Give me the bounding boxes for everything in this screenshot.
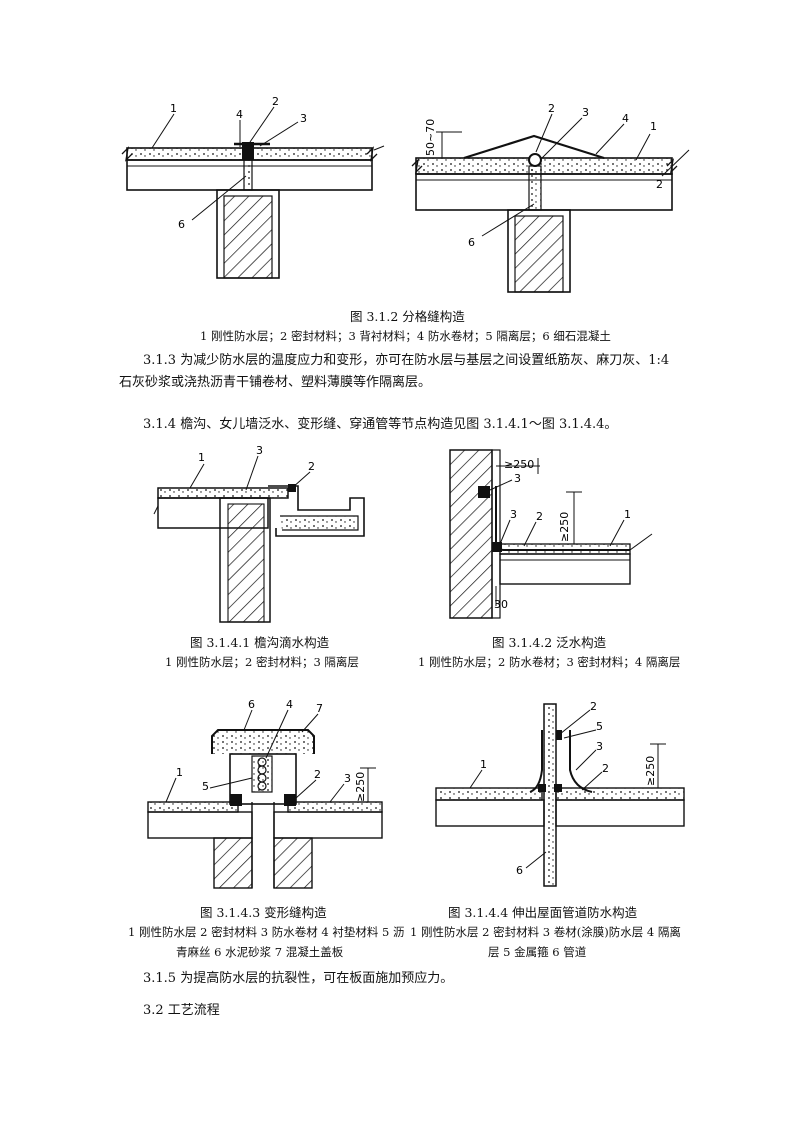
label-2a: 2 xyxy=(590,700,597,713)
label-6: 6 xyxy=(178,218,185,231)
label-2: 2 xyxy=(548,102,555,115)
label-1: 1 xyxy=(624,508,631,521)
heading-3-2: 3.2 工艺流程 xyxy=(143,1003,220,1018)
figure-3-1-2-legend: 1 刚性防水层；2 密封材料；3 背衬材料；4 防水卷材；5 隔离层；6 细石混… xyxy=(200,329,611,343)
figure-3-1-4-1-drawing: 1 3 2 xyxy=(150,446,390,626)
label-4: 4 xyxy=(286,698,293,711)
dimension-bottom: 30 xyxy=(494,598,508,611)
dimension-top: ≥250 xyxy=(504,458,534,471)
label-7: 7 xyxy=(316,702,323,715)
label-3: 3 xyxy=(300,112,307,125)
label-1: 1 xyxy=(198,451,205,464)
label-3: 3 xyxy=(582,106,589,119)
paragraph-3-1-3: 3.1.3 为减少防水层的温度应力和变形，亦可在防水层与基层之间设置纸筋灰、麻刀… xyxy=(119,350,703,394)
figure-3-1-4-4-caption: 图 3.1.4.4 伸出屋面管道防水构造 xyxy=(448,905,638,920)
figure-3-1-4-4-legend-line1: 1 刚性防水层 2 密封材料 3 卷材(涂膜)防水层 4 隔离 xyxy=(410,925,681,939)
label-1: 1 xyxy=(176,766,183,779)
figure-3-1-4-2-drawing: ≥250 ≥250 30 3 3 2 1 xyxy=(440,446,670,622)
label-3b: 3 xyxy=(510,508,517,521)
figure-3-1-4-2-caption: 图 3.1.4.2 泛水构造 xyxy=(492,635,607,650)
label-1: 1 xyxy=(480,758,487,771)
label-2: 2 xyxy=(536,510,543,523)
label-1: 1 xyxy=(650,120,657,133)
label-6: 6 xyxy=(516,864,523,877)
dimension-250: ≥250 xyxy=(644,756,657,786)
label-1: 1 xyxy=(170,102,177,115)
figure-3-1-4-2-legend: 1 刚性防水层；2 防水卷材；3 密封材料；4 隔离层 xyxy=(418,655,681,669)
label-5: 5 xyxy=(202,780,209,793)
dimension-50-70: 50~70 xyxy=(424,119,437,156)
paragraph-3-1-3-line1: 3.1.3 为减少防水层的温度应力和变形，亦可在防水层与基层之间设置纸筋灰、麻刀… xyxy=(143,353,670,368)
paragraph-3-1-5: 3.1.5 为提高防水层的抗裂性，可在板面施加预应力。 xyxy=(143,971,454,986)
label-2: 2 xyxy=(314,768,321,781)
figure-3-1-4-3-legend-line1: 1 刚性防水层 2 密封材料 3 防水卷材 4 衬垫材料 5 沥 xyxy=(128,925,405,939)
figure-3-1-4-4-drawing: ≥250 2 5 3 2 1 6 xyxy=(430,700,690,890)
label-3: 3 xyxy=(596,740,603,753)
label-3: 3 xyxy=(344,772,351,785)
figure-3-1-2-right-drawing: 50~70 2 3 4 1 2 6 xyxy=(404,96,694,296)
label-2b: 2 xyxy=(602,762,609,775)
figure-3-1-4-4-legend-line2: 层 5 金属箍 6 管道 xyxy=(488,945,587,959)
paragraph-3-1-3-line2: 石灰砂浆或浇热沥青干铺卷材、塑料薄膜等作隔离层。 xyxy=(119,375,432,390)
label-2b: 2 xyxy=(656,178,663,191)
paragraph-3-1-4: 3.1.4 檐沟、女儿墙泛水、变形缝、穿通管等节点构造见图 3.1.4.1～图 … xyxy=(143,417,618,432)
label-5: 5 xyxy=(596,720,603,733)
figure-3-1-4-3-legend-line2: 青麻丝 6 水泥砂浆 7 混凝土盖板 xyxy=(176,945,344,959)
label-2: 2 xyxy=(272,95,279,108)
figure-3-1-4-1-caption: 图 3.1.4.1 檐沟滴水构造 xyxy=(190,635,330,650)
figure-3-1-2-caption: 图 3.1.2 分格缝构造 xyxy=(350,309,465,324)
figure-3-1-2-left-drawing: 1 4 2 3 6 xyxy=(112,92,392,282)
figure-3-1-4-3-caption: 图 3.1.4.3 变形缝构造 xyxy=(200,905,327,920)
dimension-250: ≥250 xyxy=(354,772,367,802)
dimension-side: ≥250 xyxy=(558,512,571,542)
label-4: 4 xyxy=(622,112,629,125)
label-3a: 3 xyxy=(514,472,521,485)
label-3: 3 xyxy=(256,446,263,457)
figure-3-1-4-3-drawing: ≥250 6 4 7 1 5 2 3 xyxy=(140,698,390,892)
figure-3-1-4-1-legend: 1 刚性防水层；2 密封材料；3 隔离层 xyxy=(165,655,359,669)
label-6: 6 xyxy=(468,236,475,249)
label-4: 4 xyxy=(236,108,243,121)
label-2: 2 xyxy=(308,460,315,473)
label-6: 6 xyxy=(248,698,255,711)
